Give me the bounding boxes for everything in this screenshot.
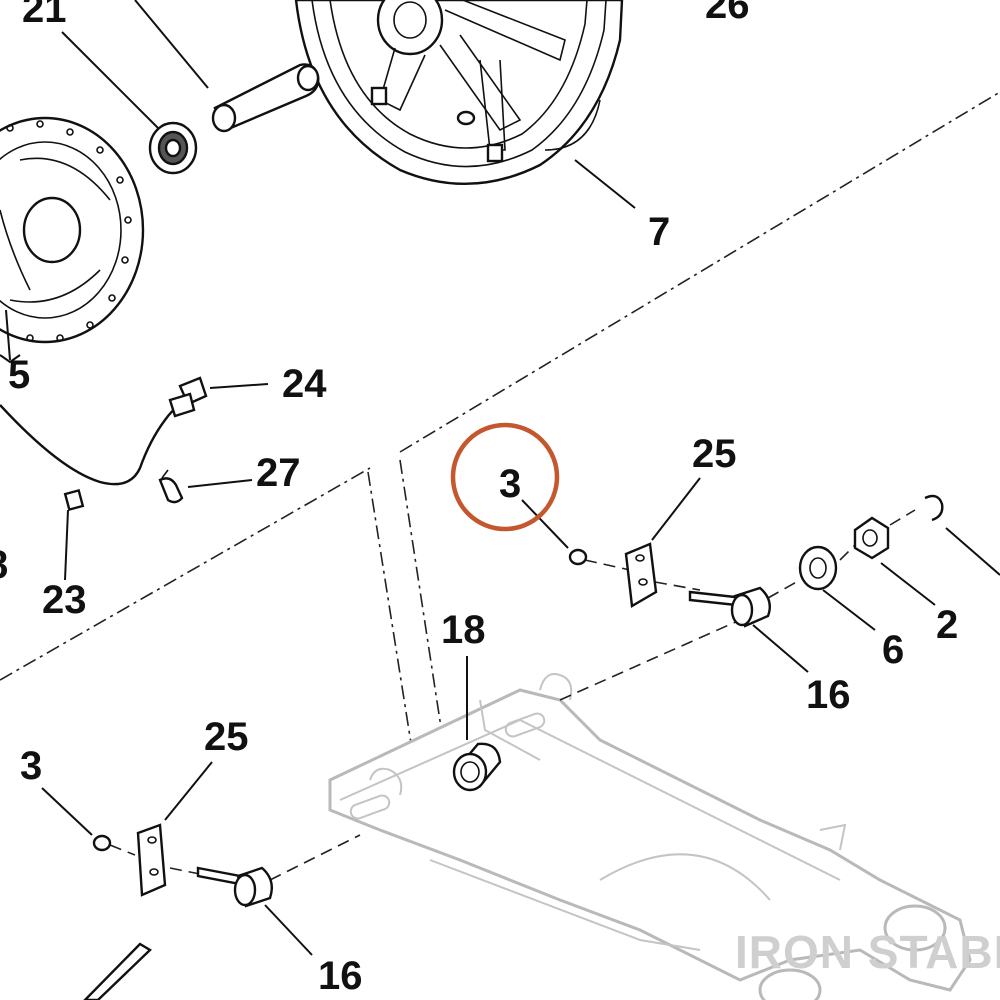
callout-8: 8 [0, 543, 8, 587]
callout-27: 27 [256, 451, 301, 495]
highlight-circle [450, 422, 560, 532]
wheel-bearing [148, 121, 198, 175]
adjuster-assembly-bottom [83, 823, 361, 1000]
callout-16-top: 16 [806, 673, 851, 717]
sensor-cable [0, 376, 208, 512]
callout-23: 23 [42, 578, 87, 622]
callout-6: 6 [882, 628, 904, 672]
callout-25-bottom: 25 [204, 715, 249, 759]
callout-2: 2 [936, 603, 958, 647]
leader-lines [0, 0, 1000, 956]
rear-wheel [294, 0, 624, 186]
callout-24: 24 [282, 362, 327, 406]
adjuster-assembly-top [559, 494, 944, 701]
callout-16-bottom: 16 [318, 954, 363, 998]
callout-3-bottom: 3 [20, 744, 42, 788]
callouts: 21 26 7 5 24 27 23 8 3 25 2 6 16 18 3 25… [0, 0, 958, 998]
pivot-bushing [452, 742, 502, 792]
callout-5: 5 [8, 353, 30, 397]
callout-25-top: 25 [692, 432, 737, 476]
callout-18: 18 [441, 608, 486, 652]
callout-26: 26 [705, 0, 750, 27]
callout-7: 7 [648, 210, 670, 254]
callout-21: 21 [22, 0, 67, 31]
watermark-text: IRON STABLE [735, 926, 1000, 978]
callout-3-top: 3 [499, 462, 521, 506]
brake-rotor [0, 116, 145, 344]
axle-spacer [211, 63, 320, 133]
